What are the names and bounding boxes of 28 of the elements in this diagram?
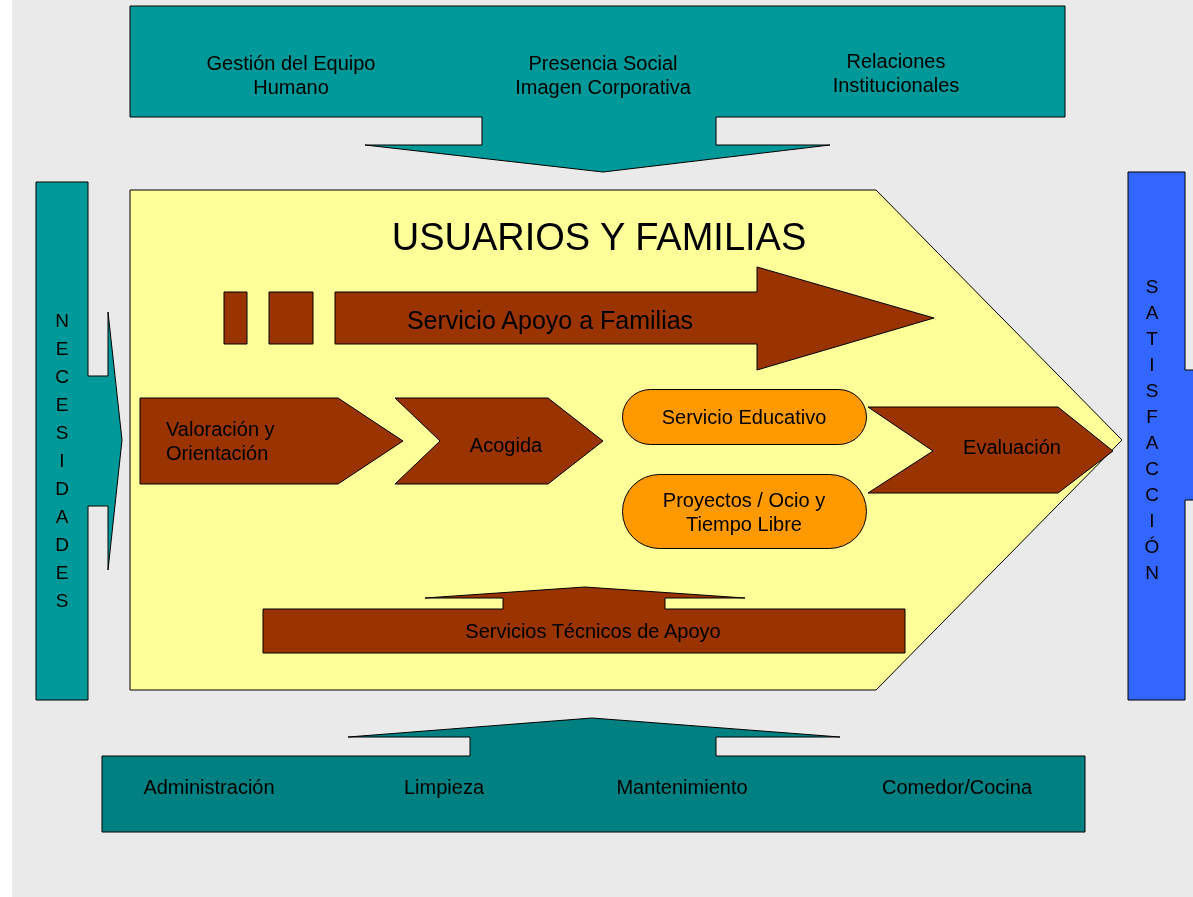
label: Acogida	[468, 433, 544, 457]
process-step	[140, 398, 403, 484]
heading: USUARIOS Y FAMILIAS	[390, 215, 808, 261]
label: NECESIDADES	[54, 309, 70, 613]
pentagon-arrow-panel	[130, 190, 1122, 690]
vertical-bar	[1128, 172, 1193, 700]
label: Limpieza	[402, 775, 485, 799]
label: Gestión del Equipo Humano	[205, 51, 377, 99]
callout-arrow-up	[263, 587, 905, 653]
label: Servicio Apoyo a Familias	[405, 305, 695, 335]
callout-arrow-right	[36, 182, 122, 700]
label: Servicios Técnicos de Apoyo	[464, 619, 722, 643]
rounded-pill	[622, 389, 867, 445]
process-step	[868, 407, 1113, 493]
label: Administración	[142, 775, 276, 799]
label: SATISFACCIÓN	[1144, 275, 1160, 585]
label: Valoración y Orientación	[166, 417, 276, 465]
label: Proyectos / Ocio y Tiempo Libre	[661, 488, 827, 536]
callout-arrow-up	[102, 718, 1085, 832]
striped-block-arrow	[224, 267, 934, 370]
process-step	[395, 398, 603, 484]
label: Presencia Social Imagen Corporativa	[514, 51, 692, 99]
label: Mantenimiento	[615, 775, 749, 799]
label: Servicio Educativo	[660, 405, 828, 429]
label: Comedor/Cocina	[880, 775, 1034, 799]
callout-arrow-down	[130, 6, 1065, 172]
label: Evaluación	[962, 435, 1062, 459]
label: Relaciones Institucionales	[831, 49, 961, 97]
